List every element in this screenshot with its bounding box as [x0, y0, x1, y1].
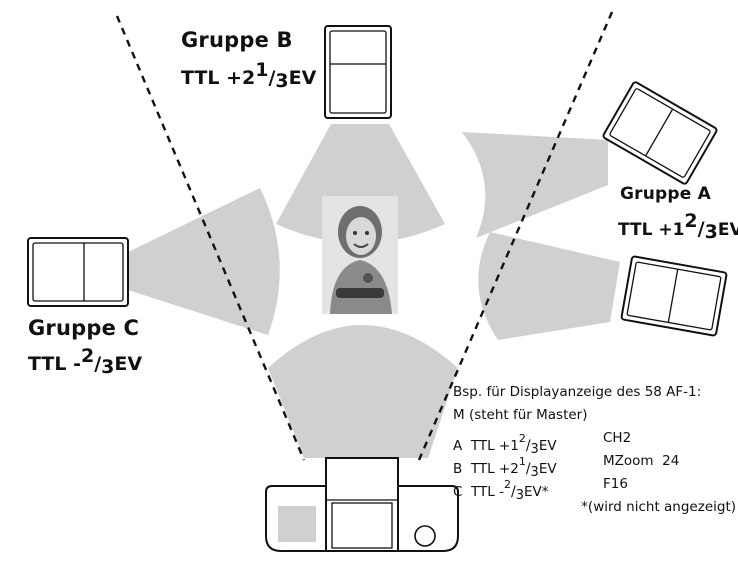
flash-unit-a1-icon	[602, 81, 718, 185]
legend-row-c-den: 3	[515, 488, 524, 503]
legend-row-a-group: A	[453, 438, 463, 454]
group-c-unit: EV	[114, 353, 143, 375]
flash-unit-a2-icon	[620, 255, 728, 337]
beam-group-a2	[478, 232, 620, 340]
legend-row-a-unit: EV	[538, 438, 557, 454]
legend-row-b-num: 1	[518, 455, 526, 468]
legend-row-a-den: 3	[530, 442, 539, 457]
legend-row-a-ttl: TTL +1	[470, 438, 519, 454]
beam-group-b	[276, 124, 445, 243]
legend-row-b-code: B TTL +21/3EV	[453, 455, 557, 480]
group-a-frac-num: 2	[684, 210, 698, 232]
legend-row-a: A TTL +12/3EV CH2	[453, 428, 738, 457]
legend-row-b-display: MZoom 24	[603, 453, 680, 469]
legend-row-b: B TTL +21/3EV MZoom 24	[453, 451, 738, 480]
legend-row-c: C TTL -2/3EV* F16	[453, 474, 738, 503]
group-c-title: Gruppe C	[28, 316, 140, 340]
group-b-frac-den: 3	[275, 70, 289, 92]
group-a-unit: EV	[717, 220, 738, 240]
group-b-ttl: TTL +21/3EV	[181, 59, 317, 92]
display-example-legend: Bsp. für Displayanzeige des 58 AF-1: M (…	[453, 382, 738, 519]
legend-row-c-code: C TTL -2/3EV*	[453, 478, 549, 503]
group-b-title: Gruppe B	[181, 28, 293, 52]
group-b-unit: EV	[288, 67, 317, 89]
group-b-frac-num: 1	[255, 59, 269, 81]
group-c-ttl-prefix: TTL -	[28, 353, 81, 375]
legend-row-b-den: 3	[530, 465, 539, 480]
beam-group-c	[128, 188, 280, 335]
legend-row-c-group: C	[453, 484, 463, 500]
group-a-ttl: TTL +12/3EV	[618, 210, 738, 243]
group-c-frac-num: 2	[80, 345, 95, 367]
legend-row-c-display: F16	[603, 476, 628, 492]
camera-icon	[265, 457, 459, 552]
legend-row-c-unit: EV*	[523, 484, 549, 500]
child-photo	[322, 196, 398, 314]
legend-row-a-display: CH2	[603, 430, 632, 446]
cone-line-left	[115, 15, 306, 461]
legend-row-c-num: 2	[503, 478, 511, 491]
group-c-frac-den: 3	[101, 356, 115, 378]
beam-camera	[268, 325, 458, 458]
legend-row-a-num: 2	[518, 432, 526, 445]
legend-heading: Bsp. für Displayanzeige des 58 AF-1:	[453, 384, 702, 400]
group-b-ttl-prefix: TTL +2	[181, 67, 256, 89]
beam-group-a	[462, 132, 608, 238]
legend-row-b-ttl: TTL +2	[470, 461, 519, 477]
group-a-ttl-prefix: TTL +1	[618, 220, 685, 240]
group-a-frac-den: 3	[704, 221, 718, 243]
flash-unit-c-icon	[27, 237, 129, 307]
cone-line-right	[417, 11, 614, 461]
group-a-title: Gruppe A	[620, 184, 711, 204]
legend-row-a-code: A TTL +12/3EV	[453, 432, 557, 457]
legend-footnote: *(wird nicht angezeigt)	[581, 499, 736, 515]
flash-unit-b-icon	[324, 25, 392, 119]
legend-master: M (steht für Master)	[453, 407, 588, 423]
group-c-ttl: TTL -2/3EV	[28, 345, 143, 378]
legend-row-c-ttl: TTL -	[471, 484, 504, 500]
legend-row-b-unit: EV	[538, 461, 557, 477]
legend-row-b-group: B	[453, 461, 463, 477]
